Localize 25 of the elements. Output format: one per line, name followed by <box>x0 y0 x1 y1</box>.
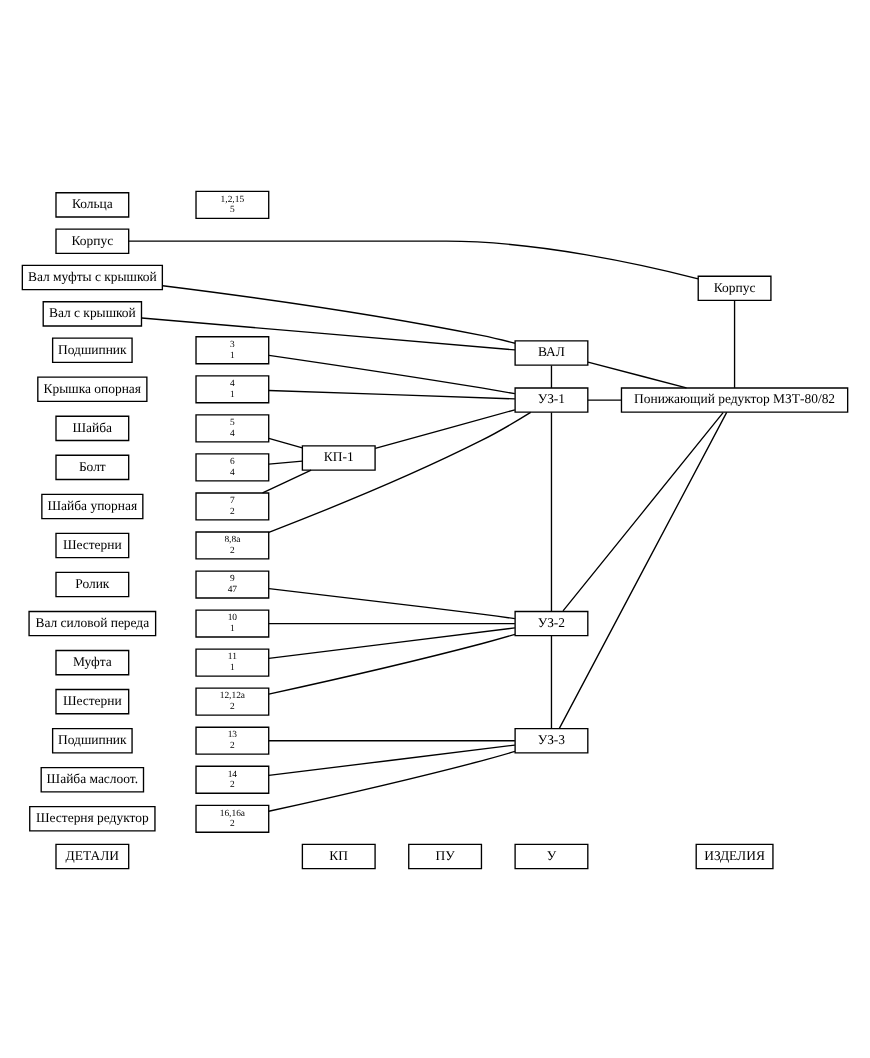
connector <box>550 634 553 729</box>
connector <box>562 410 724 611</box>
connector <box>268 621 516 624</box>
connector <box>587 398 622 400</box>
connector <box>268 436 303 448</box>
connector <box>374 408 516 448</box>
connector <box>261 468 312 493</box>
connector <box>141 316 516 350</box>
connector <box>268 626 516 658</box>
connector <box>268 410 532 532</box>
connector <box>268 743 516 776</box>
connector <box>128 239 699 279</box>
connector <box>587 360 688 388</box>
connector <box>268 586 516 619</box>
connector <box>558 410 728 729</box>
connector <box>162 284 516 343</box>
connector <box>268 632 516 694</box>
connector <box>550 363 553 388</box>
connector <box>550 410 553 612</box>
connector <box>268 749 516 811</box>
connector <box>733 299 736 388</box>
connector <box>268 739 516 741</box>
connector <box>268 388 516 399</box>
connector <box>268 353 516 394</box>
connector <box>268 459 303 464</box>
